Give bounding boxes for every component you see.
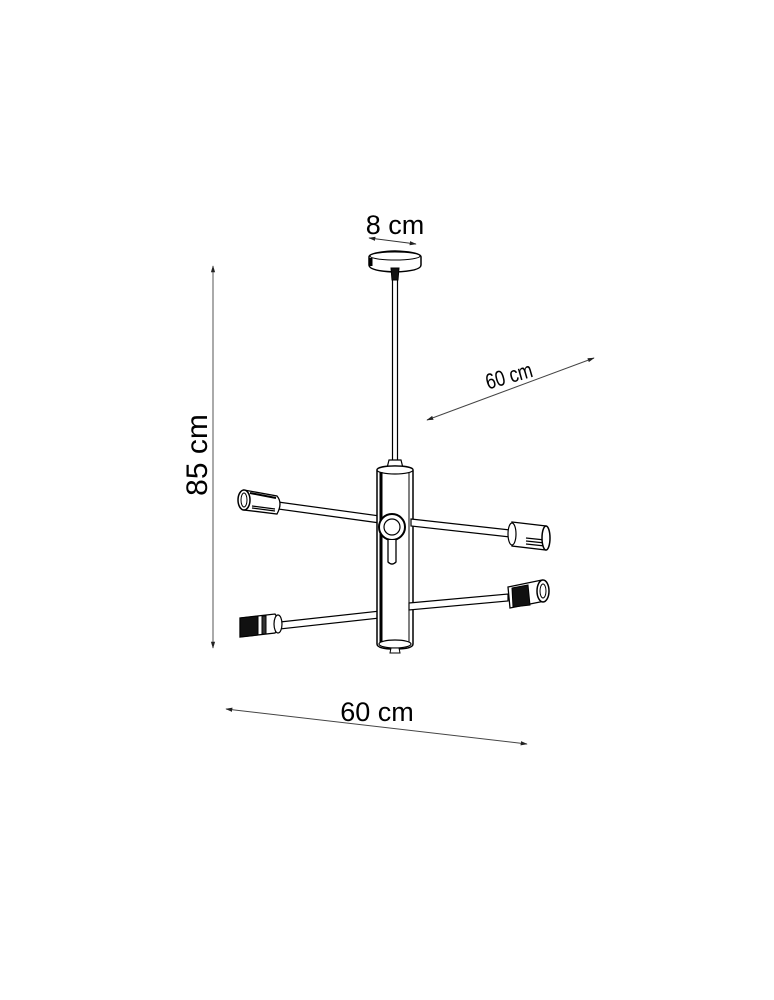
center-joint: [378, 513, 406, 565]
suspension-rod: [386, 280, 404, 469]
lower-left-arm: [239, 610, 381, 638]
canopy-width-label: 8 cm: [366, 210, 425, 240]
socket-upper-left: [237, 489, 281, 515]
ceiling-canopy: [368, 250, 422, 281]
width-label: 60 cm: [340, 697, 414, 727]
socket-lower-left: [239, 613, 283, 638]
upper-right-arm: [410, 518, 551, 551]
depth-dimension: 60 cm: [426, 357, 595, 421]
height-label: 85 cm: [181, 414, 214, 496]
central-cylinder: [376, 465, 414, 654]
lower-right-arm: [408, 579, 550, 611]
upper-left-arm: [237, 489, 381, 524]
socket-lower-right: [507, 579, 550, 609]
socket-upper-right: [507, 521, 551, 551]
height-dimension: 85 cm: [181, 265, 216, 649]
lamp: [237, 250, 551, 654]
canopy-width-dimension: 8 cm: [366, 210, 425, 246]
width-dimension: 60 cm: [225, 697, 528, 746]
